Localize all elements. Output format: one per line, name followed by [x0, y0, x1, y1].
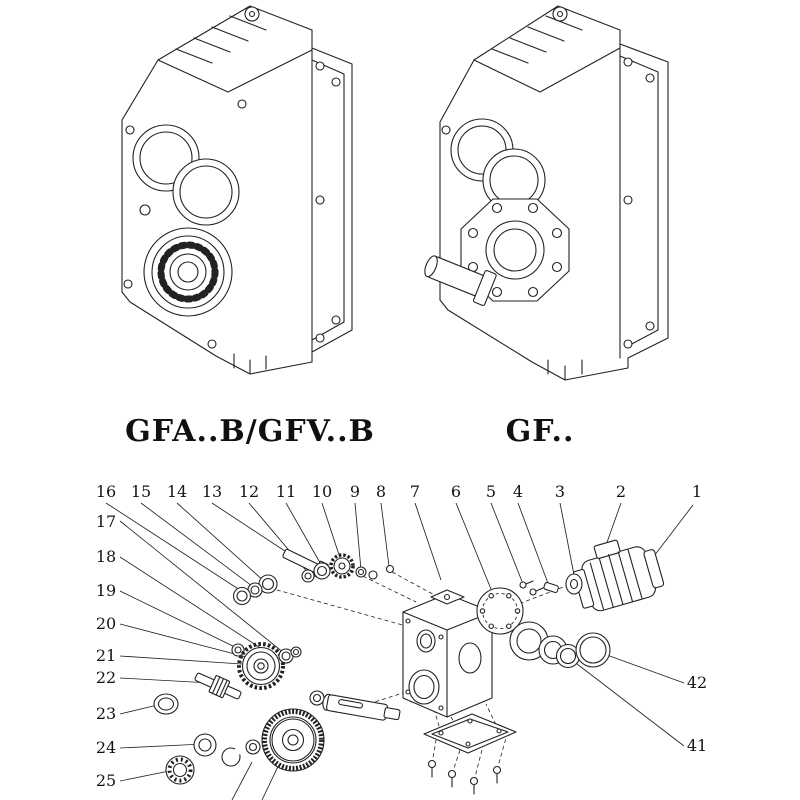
part-callout: 6 — [451, 482, 461, 501]
gearbox-gf-body — [424, 5, 669, 381]
part-callout: 41 — [687, 736, 707, 755]
gear-housing-drawing — [402, 589, 493, 718]
part-callout: 24 — [96, 738, 116, 757]
gearbox-drawing-gfab — [121, 5, 353, 375]
output-bearing-bore — [143, 227, 233, 317]
bearing-washers-drawing — [193, 690, 325, 767]
retaining-rings-drawing — [232, 574, 278, 606]
part-callout: 1 — [692, 482, 702, 501]
part-callout: 8 — [376, 482, 386, 501]
cover-gasket-drawing — [476, 587, 524, 635]
bearing-covers-drawing — [509, 621, 611, 669]
model-label-gfab: GFA..B/GFV..B — [125, 414, 375, 449]
gearbox-drawing-gf — [424, 5, 669, 381]
output-gear-drawing — [261, 708, 325, 772]
part-callout: 11 — [276, 482, 296, 501]
bottom-bolts-drawing — [427, 759, 502, 795]
part-callout: 22 — [96, 668, 116, 687]
part-callout: 13 — [202, 482, 222, 501]
exploded-parts-diagram: 16 15 14 13 12 11 10 9 8 7 6 5 4 3 2 1 1… — [96, 482, 707, 800]
part-callout: 7 — [410, 482, 420, 501]
part-callout: 18 — [96, 547, 116, 566]
input-washers-drawing — [301, 562, 395, 583]
gear-bores — [132, 124, 240, 226]
part-callout: 23 — [96, 704, 116, 723]
gearbox-gfab-body — [121, 5, 353, 375]
part-callout: 16 — [96, 482, 116, 501]
part-callout: 19 — [96, 581, 116, 600]
part-callout: 9 — [350, 482, 360, 501]
part-callout: 25 — [96, 771, 116, 790]
part-callout: 21 — [96, 646, 116, 665]
part-callout: 15 — [131, 482, 151, 501]
output-shaft-drawing — [322, 693, 401, 721]
part-callout: 12 — [239, 482, 259, 501]
part-callout: 10 — [312, 482, 332, 501]
part-callout: 17 — [96, 512, 116, 531]
part-callout: 3 — [555, 482, 565, 501]
part-callout: 14 — [167, 482, 187, 501]
bottom-cover-drawing — [423, 713, 517, 754]
pinion-shaft-drawing — [194, 672, 242, 700]
input-gear-drawing — [329, 553, 355, 579]
cover-bolts-drawing — [519, 580, 559, 596]
output-shaft — [424, 255, 497, 306]
part-callout: 2 — [616, 482, 626, 501]
model-label-gf: GF.. — [505, 414, 575, 449]
part-callout: 42 — [687, 673, 707, 692]
intermediate-gear-drawing — [231, 642, 302, 690]
part-callout: 5 — [486, 482, 496, 501]
part-callout: 4 — [513, 482, 523, 501]
motor-drawing — [565, 539, 665, 612]
oil-seal-drawing — [153, 693, 179, 715]
ball-bearing-drawing — [165, 755, 195, 785]
part-callout: 20 — [96, 614, 116, 633]
